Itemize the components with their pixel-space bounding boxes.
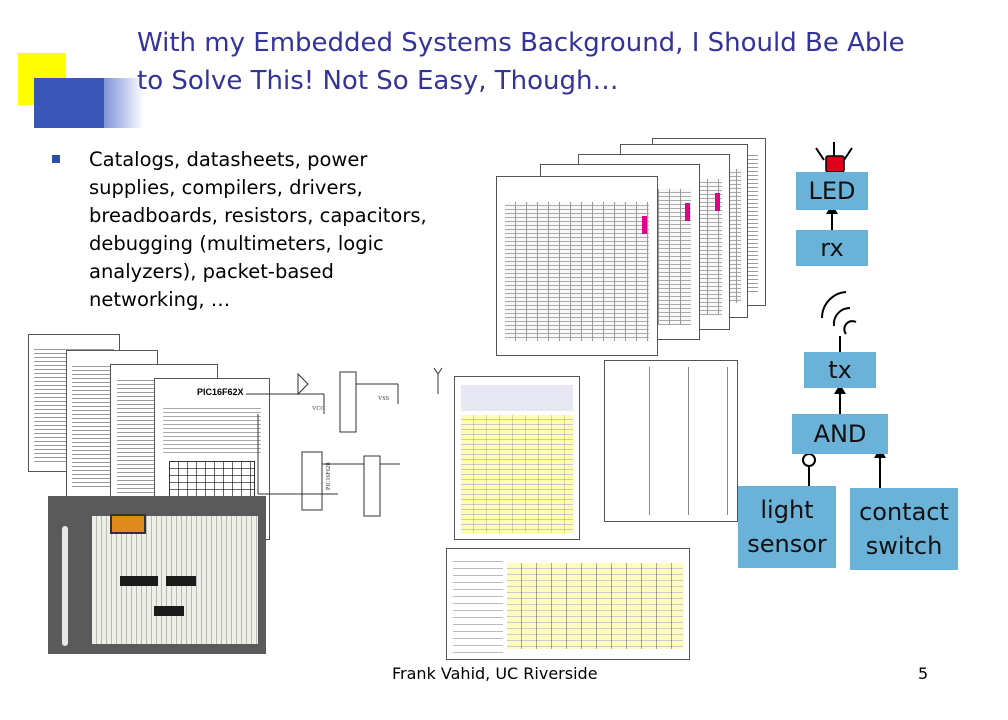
contact-switch-label-1: contact bbox=[859, 498, 949, 526]
svg-text:VSS: VSS bbox=[378, 396, 389, 402]
svg-text:VCC: VCC bbox=[312, 406, 324, 412]
bullet-text: Catalogs, datasheets, power supplies, co… bbox=[89, 148, 427, 311]
slide-footer: Frank Vahid, UC Riverside bbox=[392, 664, 598, 683]
catalog-table-page bbox=[454, 376, 580, 540]
battery bbox=[110, 514, 146, 534]
photocell-catalog-page bbox=[446, 548, 690, 660]
title-decoration-fade bbox=[104, 78, 144, 128]
circuit-schematic: VCC VSS PIC16F628 bbox=[246, 367, 443, 517]
slide-page-number: 5 bbox=[918, 664, 929, 683]
rx-block: rx bbox=[796, 230, 868, 266]
light-sensor-block: light sensor bbox=[738, 486, 836, 568]
led-block: LED bbox=[796, 172, 868, 210]
datasheet-page-front bbox=[496, 176, 658, 356]
bullet-marker bbox=[52, 155, 60, 163]
tx-block: tx bbox=[804, 352, 876, 388]
slide-title-line-2: to Solve This! Not So Easy, Though… bbox=[137, 66, 619, 96]
breadboard-photo bbox=[48, 496, 266, 654]
led-red-indicator bbox=[825, 155, 845, 173]
led-label: LED bbox=[808, 177, 856, 205]
slide-title: With my Embedded Systems Background, I S… bbox=[137, 24, 997, 100]
light-sensor-label-2: sensor bbox=[747, 530, 827, 558]
pic-datasheet-title: PIC16F62X bbox=[197, 387, 244, 397]
and-gate-block: AND bbox=[792, 414, 888, 454]
ic-chip bbox=[166, 576, 196, 586]
slide-title-line-1: With my Embedded Systems Background, I S… bbox=[137, 28, 905, 58]
title-decoration-blue bbox=[34, 78, 104, 128]
rx-label: rx bbox=[820, 234, 844, 262]
tx-label: tx bbox=[828, 356, 852, 384]
contact-switch-block: contact switch bbox=[850, 488, 958, 570]
light-sensor-label-1: light bbox=[760, 496, 814, 524]
ic-chip bbox=[154, 606, 184, 616]
svg-text:PIC16F628: PIC16F628 bbox=[326, 462, 332, 490]
parts-catalog-page bbox=[604, 360, 738, 522]
contact-switch-label-2: switch bbox=[865, 532, 943, 560]
and-label: AND bbox=[813, 420, 867, 448]
sensor-cable bbox=[62, 526, 68, 646]
ic-chip bbox=[120, 576, 158, 586]
bullet-list: Catalogs, datasheets, power supplies, co… bbox=[52, 146, 452, 314]
